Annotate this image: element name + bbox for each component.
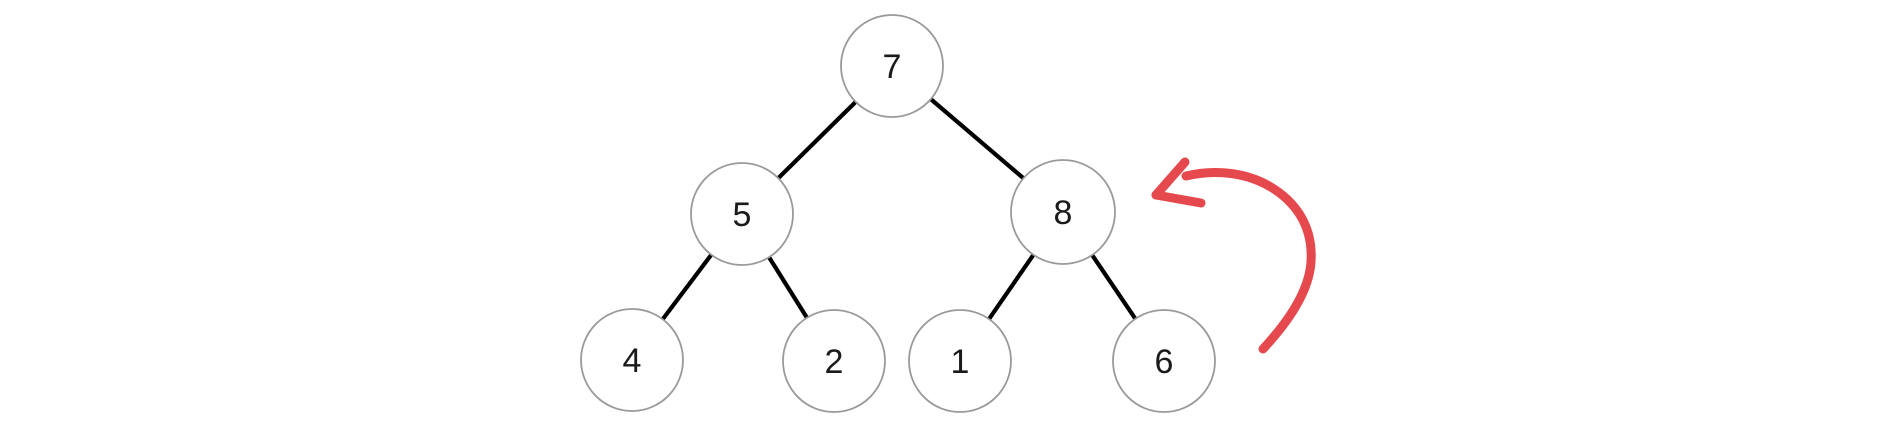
node-circle[interactable] <box>908 309 1012 413</box>
tree-edge <box>767 256 809 319</box>
tree-edges-group <box>661 97 1138 321</box>
node-label: 8 <box>1054 194 1073 232</box>
node-circle[interactable] <box>690 162 794 266</box>
node-label: 6 <box>1155 343 1174 381</box>
node-circle[interactable] <box>840 14 944 118</box>
tree-node-2[interactable]: 2 <box>782 309 886 413</box>
node-circle[interactable] <box>782 309 886 413</box>
node-circle[interactable] <box>580 308 684 412</box>
tree-edge <box>1090 253 1138 320</box>
tree-node-8[interactable]: 8 <box>1010 159 1116 265</box>
node-label: 2 <box>825 343 844 381</box>
tree-edge <box>661 253 713 321</box>
tree-edge <box>776 100 858 180</box>
tree-node-4[interactable]: 4 <box>580 308 684 412</box>
tree-edge <box>987 253 1036 321</box>
node-label: 7 <box>883 48 902 86</box>
tree-node-6[interactable]: 6 <box>1112 309 1216 413</box>
annotation-arrow <box>1151 157 1316 354</box>
tree-node-7[interactable]: 7 <box>840 14 944 118</box>
arrow-curve-icon <box>1181 168 1316 354</box>
node-label: 4 <box>623 342 642 380</box>
node-label: 1 <box>951 343 970 381</box>
tree-edge <box>929 97 1025 180</box>
tree-node-5[interactable]: 5 <box>690 162 794 266</box>
tree-nodes-group: 7 5 8 4 2 1 6 <box>580 14 1216 413</box>
node-label: 5 <box>733 196 752 234</box>
node-circle[interactable] <box>1112 309 1216 413</box>
node-circle[interactable] <box>1010 159 1116 265</box>
arrowhead-upper-barb-icon <box>1151 157 1190 200</box>
tree-node-1[interactable]: 1 <box>908 309 1012 413</box>
arrowhead-lower-barb-icon <box>1151 190 1206 208</box>
